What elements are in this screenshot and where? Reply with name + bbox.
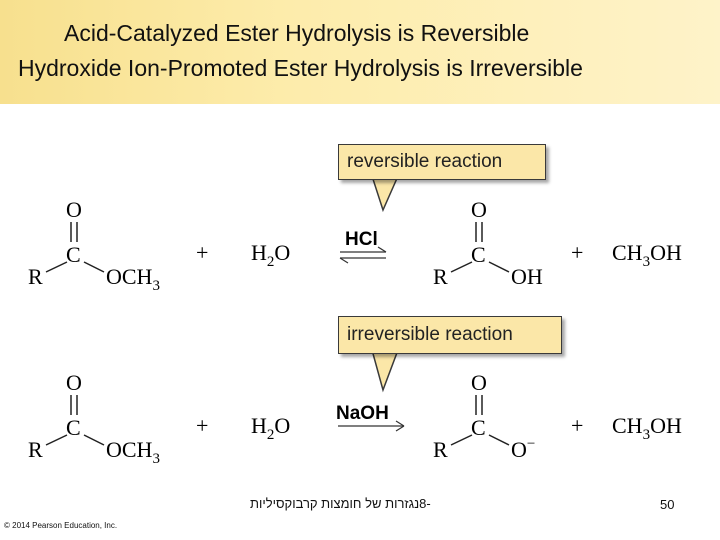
plus-sign: + xyxy=(196,240,208,265)
svg-text:O: O xyxy=(471,370,487,395)
water-reactant-2: H2O xyxy=(251,413,290,443)
carboxylate-product: O C R O− xyxy=(433,370,535,462)
water-reactant-1: H2O xyxy=(251,240,290,270)
callout-pointer-reversible xyxy=(370,175,400,213)
svg-text:O−: O− xyxy=(511,436,535,462)
methanol-product-2: CH3OH xyxy=(612,413,682,443)
svg-text:OCH3: OCH3 xyxy=(106,437,160,467)
ester-reactant-1: O C R OCH3 xyxy=(28,197,160,294)
copyright-notice: © 2014 Pearson Education, Inc. xyxy=(4,521,118,530)
svg-text:R: R xyxy=(28,437,43,462)
svg-text:OH: OH xyxy=(511,264,543,289)
callout-reversible-reaction: reversible reaction xyxy=(338,144,546,180)
slide-title-line-1: Acid-Catalyzed Ester Hydrolysis is Rever… xyxy=(64,20,530,46)
plus-sign: + xyxy=(571,240,583,265)
svg-text:R: R xyxy=(433,437,448,462)
svg-text:O: O xyxy=(66,197,82,222)
svg-text:R: R xyxy=(433,264,448,289)
forward-arrow xyxy=(338,420,405,432)
reagent-naoh: NaOH xyxy=(336,403,389,424)
plus-sign: + xyxy=(571,413,583,438)
svg-text:O: O xyxy=(471,197,487,222)
acid-product: O C R OH xyxy=(433,197,543,289)
title-band xyxy=(0,0,720,104)
svg-text:C: C xyxy=(66,415,81,440)
slide-title-line-2: Hydroxide Ion-Promoted Ester Hydrolysis … xyxy=(18,55,583,81)
callout-irreversible-reaction: irreversible reaction xyxy=(338,316,562,354)
footer-course-title: -8נגזרות של חומצות קרבוקסיליות xyxy=(250,496,431,511)
plus-sign: + xyxy=(196,413,208,438)
svg-text:C: C xyxy=(66,242,81,267)
svg-text:O: O xyxy=(66,370,82,395)
equilibrium-arrow xyxy=(339,246,387,264)
svg-text:OCH3: OCH3 xyxy=(106,264,160,294)
svg-text:C: C xyxy=(471,242,486,267)
methanol-product-1: CH3OH xyxy=(612,240,682,270)
svg-text:C: C xyxy=(471,415,486,440)
callout-pointer-irreversible xyxy=(371,349,400,393)
page-number: 50 xyxy=(660,497,675,512)
reagent-hcl: HCl xyxy=(345,229,378,250)
svg-text:R: R xyxy=(28,264,43,289)
ester-reactant-2: O C R OCH3 xyxy=(28,370,160,467)
